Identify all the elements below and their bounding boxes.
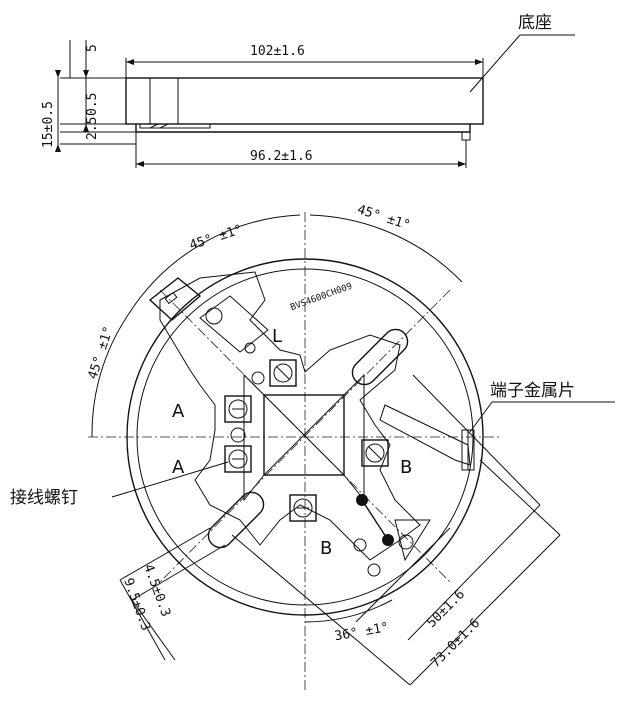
dim-side-5: 5 <box>85 44 100 52</box>
base-leader <box>469 34 521 93</box>
terminal-mark-A2: A <box>172 457 185 478</box>
base-label: 底座 <box>518 13 552 33</box>
dim-side-0-5: 0.5 <box>85 93 100 116</box>
angle-arc-top-left <box>127 214 301 316</box>
outer-circle <box>126 258 484 616</box>
dim-50: 50±1.6 <box>424 587 468 631</box>
angle-arc-top-right <box>309 214 463 283</box>
slot-top-right <box>351 328 409 386</box>
dim-width-bottom: 96.2±1.6 <box>250 149 313 164</box>
center-square <box>263 394 345 476</box>
wiring-screw-leader <box>111 461 229 498</box>
wiring-screw-label: 接线螺钉 <box>10 488 78 508</box>
base-body-outline <box>125 77 484 125</box>
angle-top-left: 45° ±1° <box>188 222 245 253</box>
angle-top-right: 45° ±1° <box>355 202 412 233</box>
dim-width-top: 102±1.6 <box>250 44 305 59</box>
terminal-mark-A1: A <box>172 401 185 422</box>
screw-terminal-B2 <box>289 494 317 522</box>
side-view <box>55 34 575 168</box>
plan-view <box>88 212 615 690</box>
angle-left: 45° ±1° <box>86 324 117 381</box>
terminal-metal-strip <box>379 404 471 466</box>
slot-bottom-left <box>207 491 265 549</box>
terminal-metal-leader <box>469 401 493 433</box>
terminal-mark-L: L <box>272 326 282 347</box>
dim-line-50 <box>407 504 541 641</box>
screw-terminal-A2 <box>224 445 252 473</box>
screw-terminal-A1 <box>224 395 252 423</box>
terminal-metal-label: 端子金属片 <box>490 381 575 401</box>
top-left-tab <box>148 277 202 321</box>
dim-line-73 <box>409 534 561 686</box>
angle-arc-left <box>91 314 129 438</box>
dim-side-15: 15±0.5 <box>41 101 56 148</box>
screw-terminal-B1 <box>361 439 389 467</box>
terminal-mark-B1: B <box>400 457 412 478</box>
angle-arc-bottom <box>304 599 393 623</box>
model-code: BVS4600CH009 <box>289 282 354 314</box>
dim-side-2-5: 2.5 <box>85 117 100 140</box>
screw-terminal-L <box>269 359 297 387</box>
terminal-mark-B2: B <box>320 538 332 559</box>
